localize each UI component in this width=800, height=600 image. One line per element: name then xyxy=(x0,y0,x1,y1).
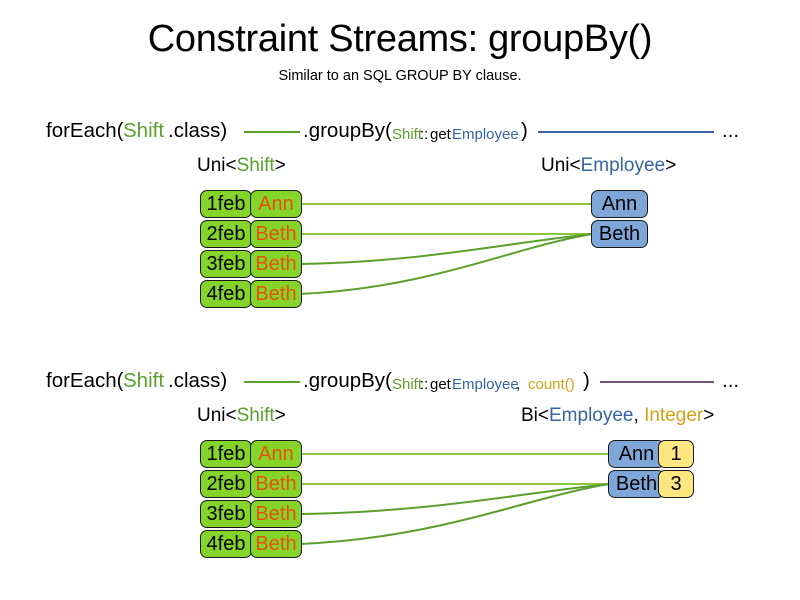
employee-name-text: Beth xyxy=(615,473,658,495)
employee-name-text: Ann xyxy=(618,443,655,465)
type-label-prefix: Uni< xyxy=(197,155,237,176)
code-foreach-prefix: forEach( xyxy=(46,119,124,142)
type-label-right-bi-employee-integer: Bi<Employee, Integer> xyxy=(521,405,714,427)
type-label-generic-separator: , xyxy=(633,405,645,426)
code-method-close-paren: ) xyxy=(583,369,590,392)
shift-name-text: Ann xyxy=(258,193,294,215)
shift-name-text: Beth xyxy=(255,533,297,555)
code-source-suffix: .class) xyxy=(168,369,228,392)
code-line-groupby-key: forEach( Shift .class) .groupBy( Shift :… xyxy=(0,117,800,145)
type-label-generic-employee: Employee xyxy=(549,405,634,426)
code-arg-collector-count: count() xyxy=(528,376,575,393)
connector-groupby-to-ellipsis xyxy=(538,131,714,133)
type-label-suffix: > xyxy=(665,155,677,176)
type-label-left-uni-shift: Uni<Shift> xyxy=(197,405,286,427)
type-label-suffix: > xyxy=(703,405,715,426)
code-arg-separator: :: xyxy=(420,376,429,393)
employee-name-text: Beth xyxy=(598,223,641,245)
type-label-prefix: Uni< xyxy=(197,405,237,426)
shift-date-cell: 3feb xyxy=(200,500,252,528)
code-arg-property-employee: Employee xyxy=(452,376,519,393)
shift-date-cell: 1feb xyxy=(200,190,252,218)
code-arg-separator: :: xyxy=(420,126,429,143)
shift-name-cell: Beth xyxy=(250,500,302,528)
code-method-groupby: .groupBy( xyxy=(303,119,392,142)
shift-date-text: 3feb xyxy=(206,503,246,525)
shift-date-cell: 2feb xyxy=(200,220,252,248)
shift-date-text: 1feb xyxy=(206,443,246,465)
employee-cell: Beth xyxy=(591,220,648,248)
employee-name-text: Ann xyxy=(601,193,638,215)
type-label-prefix: Uni< xyxy=(541,155,581,176)
count-cell: 1 xyxy=(658,440,694,468)
code-arg-comma: , xyxy=(516,376,521,393)
code-arg-type-shift: Shift xyxy=(392,376,423,393)
employee-cell: Ann xyxy=(608,440,665,468)
shift-name-cell: Beth xyxy=(250,280,302,308)
shift-date-cell: 4feb xyxy=(200,530,252,558)
type-label-prefix: Bi< xyxy=(521,405,549,426)
type-label-generic-shift: Shift xyxy=(236,155,275,176)
shift-name-cell: Beth xyxy=(250,470,302,498)
shift-date-cell: 2feb xyxy=(200,470,252,498)
type-label-suffix: > xyxy=(274,155,286,176)
shift-date-text: 3feb xyxy=(206,253,246,275)
shift-date-cell: 4feb xyxy=(200,280,252,308)
type-label-left-uni-shift: Uni<Shift> xyxy=(197,155,286,177)
type-label-generic-shift: Shift xyxy=(236,405,275,426)
page-subtitle: Similar to an SQL GROUP BY clause. xyxy=(278,68,522,84)
shift-date-text: 2feb xyxy=(206,223,246,245)
shift-name-cell: Ann xyxy=(250,440,302,468)
type-label-right-uni-employee: Uni<Employee> xyxy=(541,155,676,177)
count-text: 1 xyxy=(670,443,682,465)
code-arg-getter: get xyxy=(430,376,451,393)
code-source-suffix: .class) xyxy=(168,119,228,142)
type-label-generic-employee: Employee xyxy=(580,155,666,176)
code-line-groupby-key-count: forEach( Shift .class) .groupBy( Shift :… xyxy=(0,367,800,395)
connector-groupby-to-ellipsis xyxy=(600,381,714,383)
shift-date-text: 4feb xyxy=(206,533,246,555)
shift-date-text: 1feb xyxy=(206,193,246,215)
code-ellipsis: ... xyxy=(722,369,740,392)
shift-name-text: Beth xyxy=(255,283,297,305)
shift-name-cell: Beth xyxy=(250,220,302,248)
count-text: 3 xyxy=(670,473,682,495)
shift-name-text: Beth xyxy=(255,223,297,245)
shift-name-cell: Beth xyxy=(250,530,302,558)
shift-date-cell: 3feb xyxy=(200,250,252,278)
shift-name-cell: Beth xyxy=(250,250,302,278)
code-method-close-paren: ) xyxy=(521,119,528,142)
code-arg-type-shift: Shift xyxy=(392,126,423,143)
shift-name-text: Ann xyxy=(258,443,294,465)
code-ellipsis: ... xyxy=(722,119,740,142)
code-source-type-shift: Shift xyxy=(123,369,165,392)
type-label-generic-integer: Integer xyxy=(644,405,704,426)
connector-foreach-to-groupby xyxy=(244,131,300,133)
shift-name-text: Beth xyxy=(255,503,297,525)
shift-date-text: 2feb xyxy=(206,473,246,495)
shift-name-cell: Ann xyxy=(250,190,302,218)
code-arg-property-employee: Employee xyxy=(452,126,519,143)
code-arg-getter: get xyxy=(430,126,451,143)
connector-foreach-to-groupby xyxy=(244,381,300,383)
code-source-type-shift: Shift xyxy=(123,119,165,142)
type-label-suffix: > xyxy=(274,405,286,426)
count-cell: 3 xyxy=(658,470,694,498)
shift-date-cell: 1feb xyxy=(200,440,252,468)
page-title: Constraint Streams: groupBy() xyxy=(147,18,653,60)
code-foreach-prefix: forEach( xyxy=(46,369,124,392)
employee-cell: Beth xyxy=(608,470,665,498)
employee-cell: Ann xyxy=(591,190,648,218)
shift-name-text: Beth xyxy=(255,253,297,275)
shift-name-text: Beth xyxy=(255,473,297,495)
shift-date-text: 4feb xyxy=(206,283,246,305)
code-method-groupby: .groupBy( xyxy=(303,369,392,392)
